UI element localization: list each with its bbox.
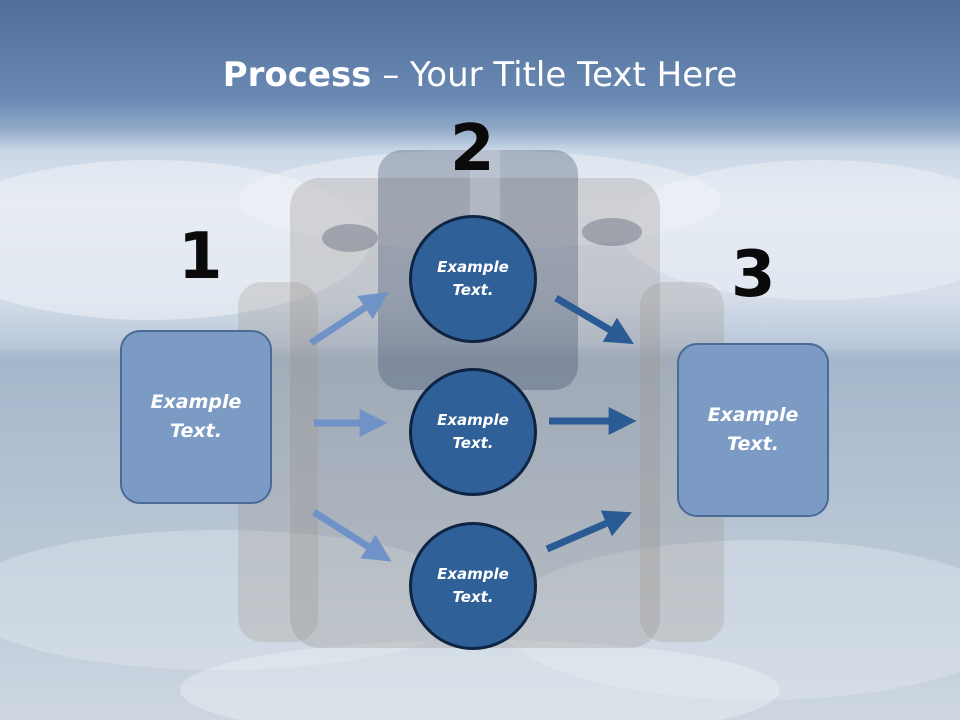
step-3-box: Example Text. xyxy=(677,343,829,517)
step-number-1: 1 xyxy=(178,220,223,294)
arrow-icon-right-down xyxy=(554,294,634,344)
step-number-3: 3 xyxy=(731,238,776,312)
step-3-box-text: Example Text. xyxy=(707,404,799,455)
circle-middle-text: Example Text. xyxy=(437,411,509,452)
title-bold-text: Process xyxy=(222,55,372,95)
arrow-icon-left-up xyxy=(309,292,389,346)
step-1-box: Example Text. xyxy=(120,330,272,504)
circle-top-text: Example Text. xyxy=(437,258,509,299)
title-rest-text: – Your Title Text Here xyxy=(371,55,738,95)
step-2-circle-top: Example Text. xyxy=(409,215,537,343)
arrow-icon-left-down xyxy=(312,509,392,562)
step-1-box-text: Example Text. xyxy=(150,391,242,442)
circle-bottom-text: Example Text. xyxy=(437,565,509,606)
step-2-circle-middle: Example Text. xyxy=(409,368,537,496)
step-number-2: 2 xyxy=(450,112,495,186)
arrow-icon-right-up xyxy=(545,510,632,553)
step-2-circle-bottom: Example Text. xyxy=(409,522,537,650)
slide-title: Process – Your Title Text Here xyxy=(0,52,960,98)
